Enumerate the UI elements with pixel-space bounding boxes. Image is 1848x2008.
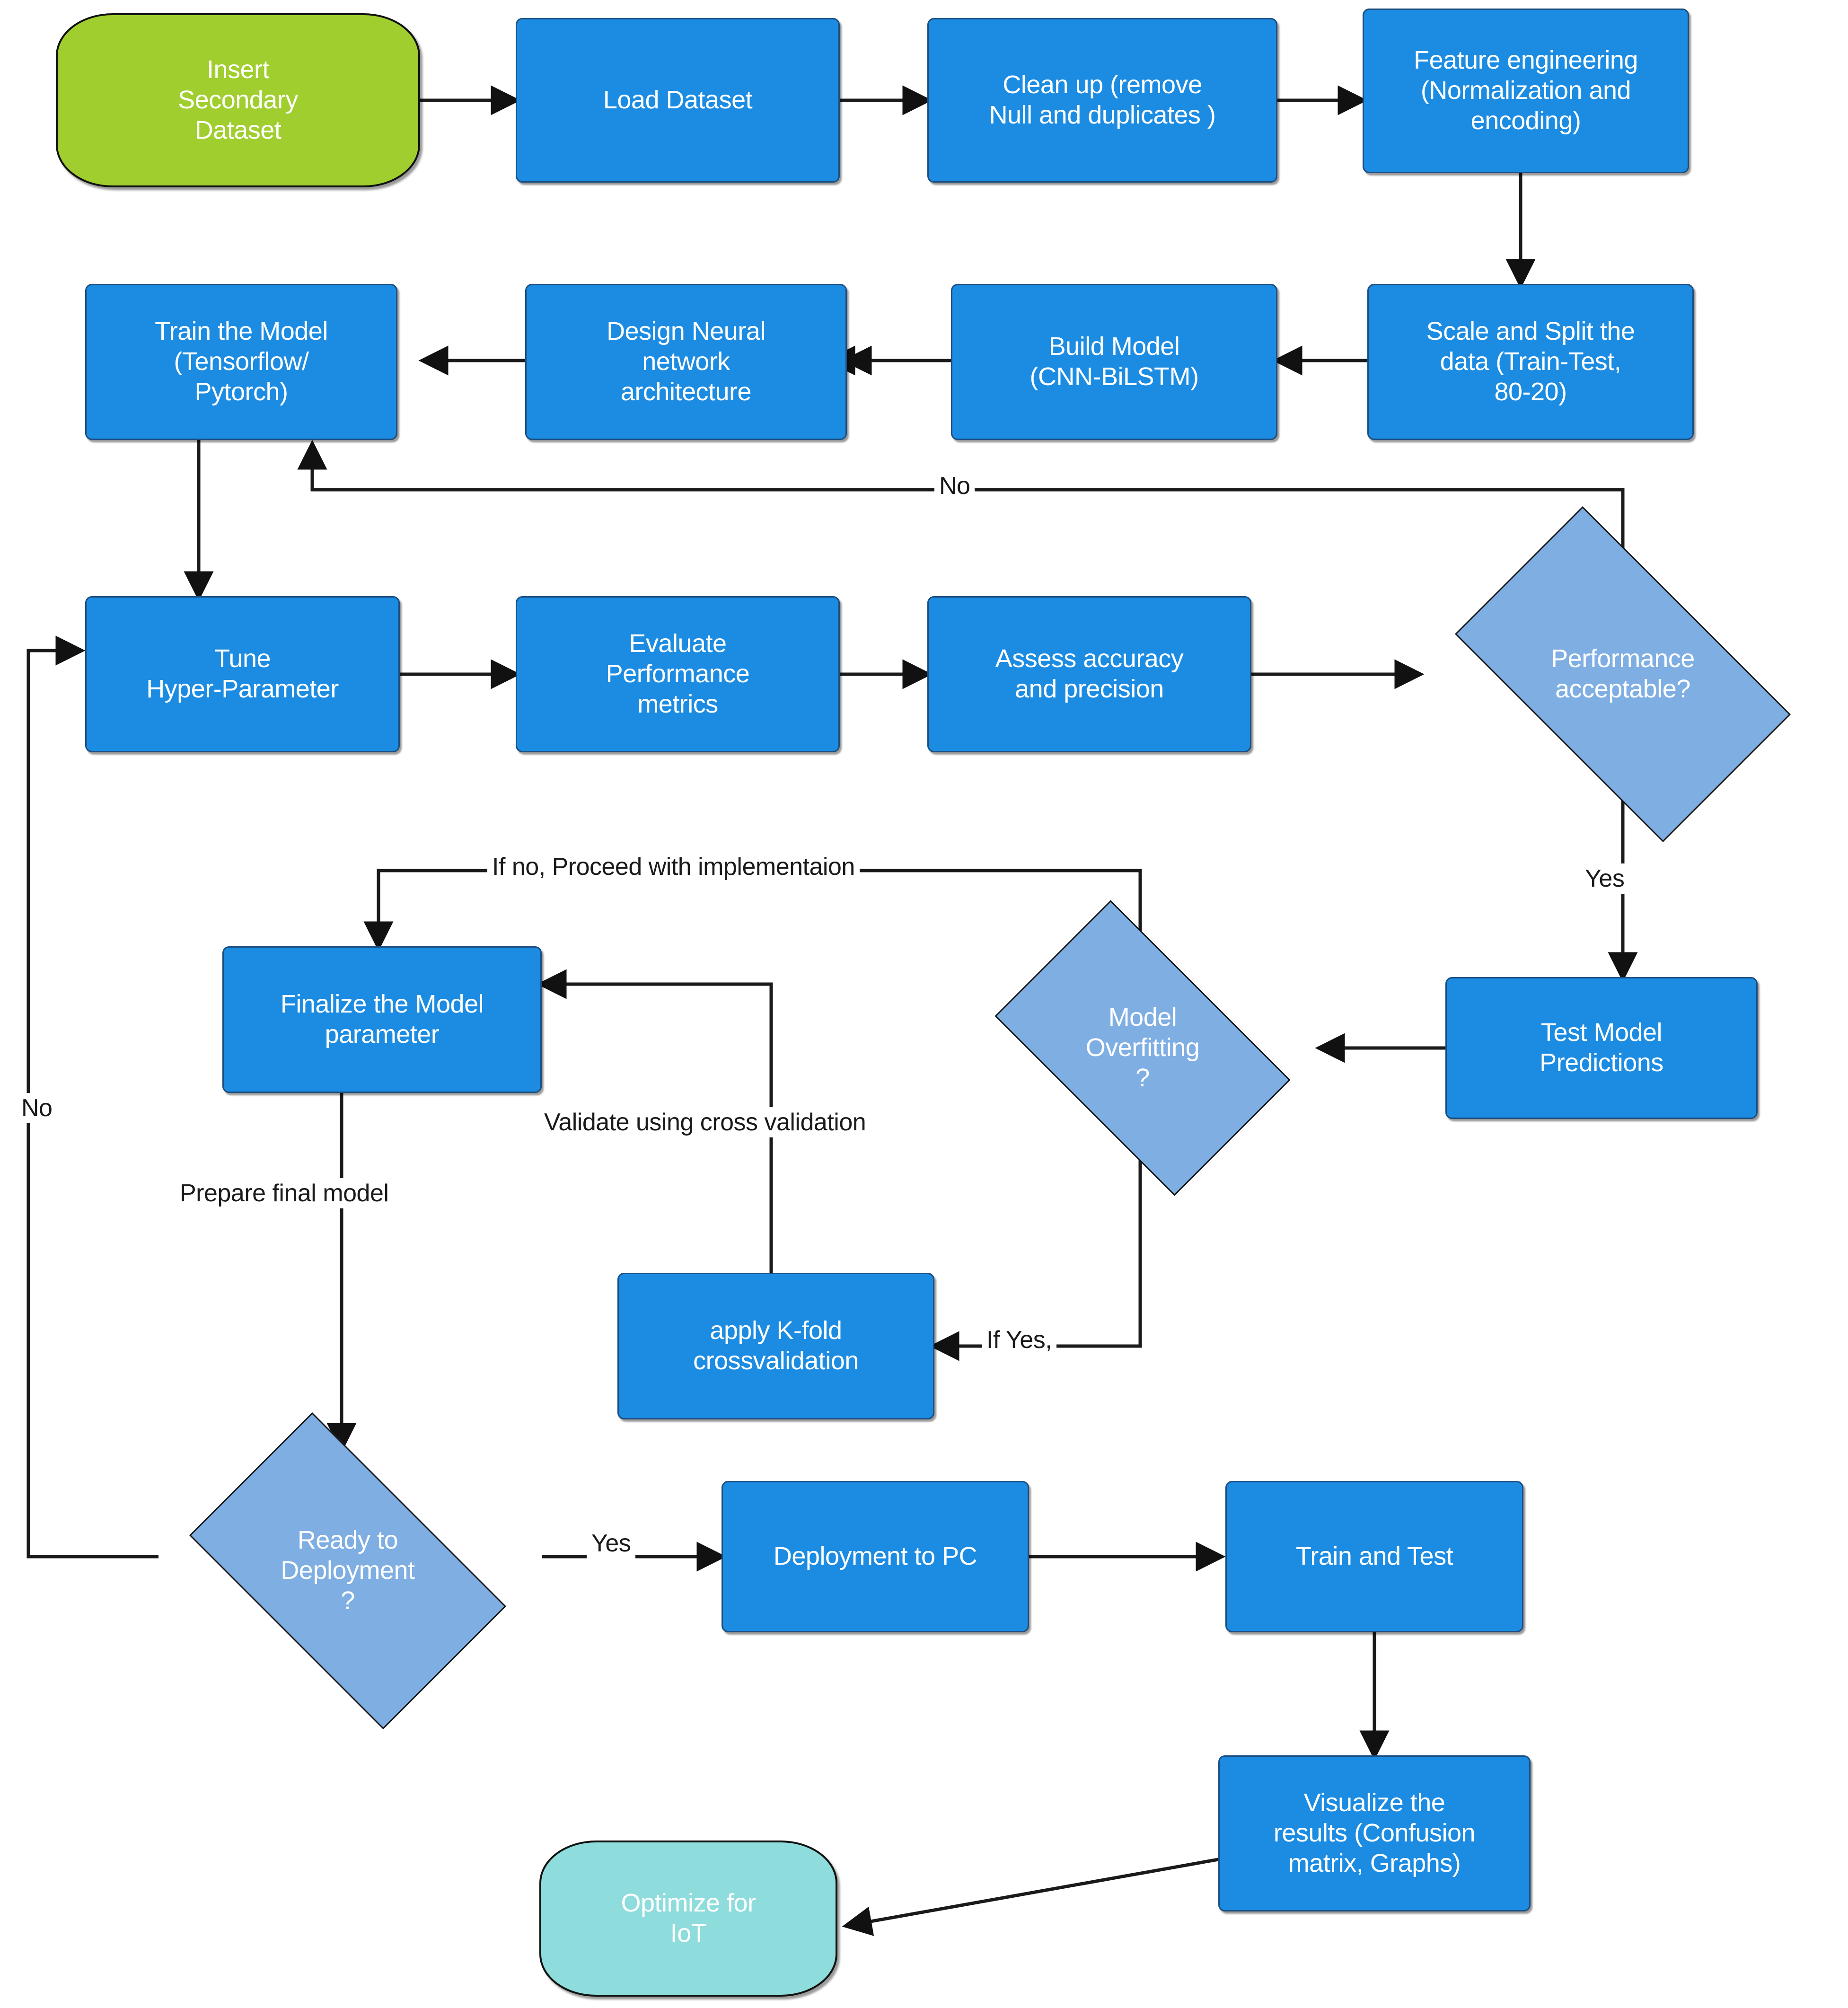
node-finalize-the-model-parameter[interactable]: Finalize the Model parameter bbox=[222, 946, 542, 1093]
node-label: Train and Test bbox=[1295, 1542, 1453, 1571]
node-label: apply K-fold crossvalidation bbox=[693, 1316, 859, 1375]
node-apply-k-fold[interactable]: apply K-fold crossvalidation bbox=[617, 1273, 934, 1419]
node-assess-accuracy[interactable]: Assess accuracy and precision bbox=[927, 596, 1251, 752]
node-label: Evaluate Performance metrics bbox=[606, 629, 750, 718]
node-scale-and-split[interactable]: Scale and Split the data (Train-Test, 80… bbox=[1367, 284, 1694, 440]
node-label: Clean up (remove Null and duplicates ) bbox=[989, 70, 1216, 129]
node-train-the-model[interactable]: Train the Model (Tensorflow/ Pytorch) bbox=[85, 284, 397, 440]
edge-label-performance-no: No bbox=[934, 471, 975, 501]
node-load-dataset[interactable]: Load Dataset bbox=[516, 18, 840, 183]
node-deployment-to-pc[interactable]: Deployment to PC bbox=[722, 1481, 1029, 1632]
node-tune-hyper-parameter[interactable]: Tune Hyper-Parameter bbox=[85, 596, 400, 752]
node-label: Design Neural network architecture bbox=[607, 317, 766, 406]
node-visualize-the-results[interactable]: Visualize the results (Confusion matrix,… bbox=[1218, 1755, 1531, 1911]
node-label: Performance acceptable? bbox=[1551, 644, 1695, 703]
node-insert-secondary-dataset[interactable]: Insert Secondary Dataset bbox=[56, 13, 420, 187]
node-model-overfitting[interactable]: Model Overfitting ? bbox=[963, 900, 1322, 1196]
node-label: Test Model Predictions bbox=[1540, 1018, 1663, 1077]
node-label: Model Overfitting ? bbox=[1085, 1003, 1200, 1092]
node-label: Optimize for IoT bbox=[621, 1889, 756, 1947]
edge-label-overfitting-yes: If Yes, bbox=[982, 1325, 1057, 1355]
edge-label-deployment-no: No bbox=[17, 1093, 57, 1123]
node-feature-engineering[interactable]: Feature engineering (Normalization and e… bbox=[1363, 9, 1689, 173]
node-label: Train the Model (Tensorflow/ Pytorch) bbox=[155, 317, 328, 406]
node-train-and-test[interactable]: Train and Test bbox=[1225, 1481, 1523, 1632]
node-label: Insert Secondary Dataset bbox=[178, 55, 298, 144]
node-label: Tune Hyper-Parameter bbox=[146, 644, 339, 703]
node-test-model-predictions[interactable]: Test Model Predictions bbox=[1445, 977, 1758, 1119]
edge-label-overfitting-no: If no, Proceed with implementaion bbox=[487, 852, 860, 882]
node-build-model[interactable]: Build Model (CNN-BiLSTM) bbox=[951, 284, 1277, 440]
node-performance-acceptable[interactable]: Performance acceptable? bbox=[1415, 506, 1831, 842]
edge-label-performance-yes: Yes bbox=[1580, 863, 1629, 894]
edge-label-cross-validation: Validate using cross validation bbox=[539, 1107, 871, 1137]
node-label: Finalize the Model parameter bbox=[280, 990, 484, 1048]
node-label: Scale and Split the data (Train-Test, 80… bbox=[1426, 317, 1635, 406]
node-design-neural-network[interactable]: Design Neural network architecture bbox=[525, 284, 847, 440]
node-label: Visualize the results (Confusion matrix,… bbox=[1273, 1788, 1476, 1877]
node-label: Ready to Deployment ? bbox=[281, 1526, 415, 1615]
node-label: Deployment to PC bbox=[773, 1542, 977, 1571]
node-label: Build Model (CNN-BiLSTM) bbox=[1030, 332, 1199, 391]
node-ready-to-deployment[interactable]: Ready to Deployment ? bbox=[154, 1412, 542, 1729]
node-evaluate-performance-metrics[interactable]: Evaluate Performance metrics bbox=[516, 596, 840, 752]
edge-label-deployment-yes: Yes bbox=[587, 1528, 636, 1559]
node-label: Assess accuracy and precision bbox=[995, 644, 1184, 703]
edge-label-prepare-final-model: Prepare final model bbox=[175, 1178, 394, 1208]
node-label: Feature engineering (Normalization and e… bbox=[1414, 46, 1638, 135]
edge-visualize-to-optimize bbox=[842, 1858, 1219, 1936]
node-label: Load Dataset bbox=[603, 86, 753, 114]
node-clean-up[interactable]: Clean up (remove Null and duplicates ) bbox=[927, 18, 1277, 183]
node-optimize-for-iot[interactable]: Optimize for IoT bbox=[539, 1841, 837, 1997]
